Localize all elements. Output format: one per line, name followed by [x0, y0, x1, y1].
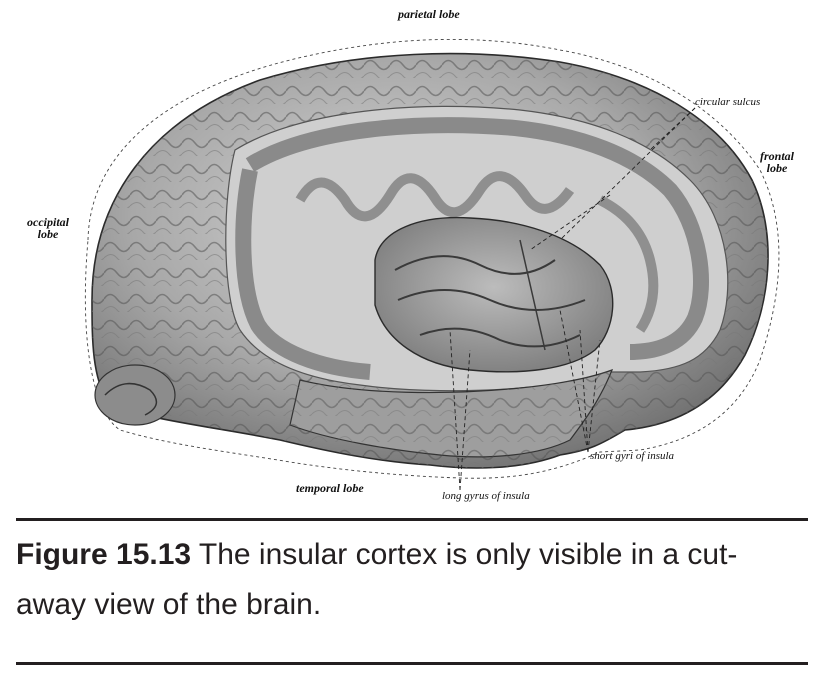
caption-number: Figure 15.13: [16, 538, 192, 571]
figure-caption: Figure 15.13 The insular cortex is only …: [16, 530, 806, 630]
brain-illustration: parietal lobe occipital lobe frontal lob…: [20, 7, 808, 502]
leader-lines: [449, 107, 696, 491]
label-frontal-line2: lobe: [766, 161, 788, 175]
label-circular-sulcus: circular sulcus: [695, 96, 761, 108]
label-temporal-lobe: temporal lobe: [296, 481, 364, 495]
caption-bottom-rule: [16, 662, 808, 665]
label-occipital-lobe: occipital lobe: [20, 216, 76, 240]
label-frontal-lobe: frontal lobe: [746, 150, 808, 174]
outline-dashed: [84, 38, 780, 479]
label-occipital-line1: occipital: [27, 215, 69, 229]
caption-text: The insular cortex is only visible in a …: [16, 538, 738, 621]
label-short-gyri: short gyri of insula: [590, 450, 675, 462]
label-frontal-line1: frontal: [759, 149, 794, 163]
brain-drawing: [84, 38, 780, 491]
label-parietal-lobe: parietal lobe: [398, 7, 460, 21]
label-long-gyrus: long gyrus of insula: [442, 490, 530, 502]
caption-top-rule: [16, 518, 808, 521]
label-occipital-line2: lobe: [37, 227, 59, 241]
